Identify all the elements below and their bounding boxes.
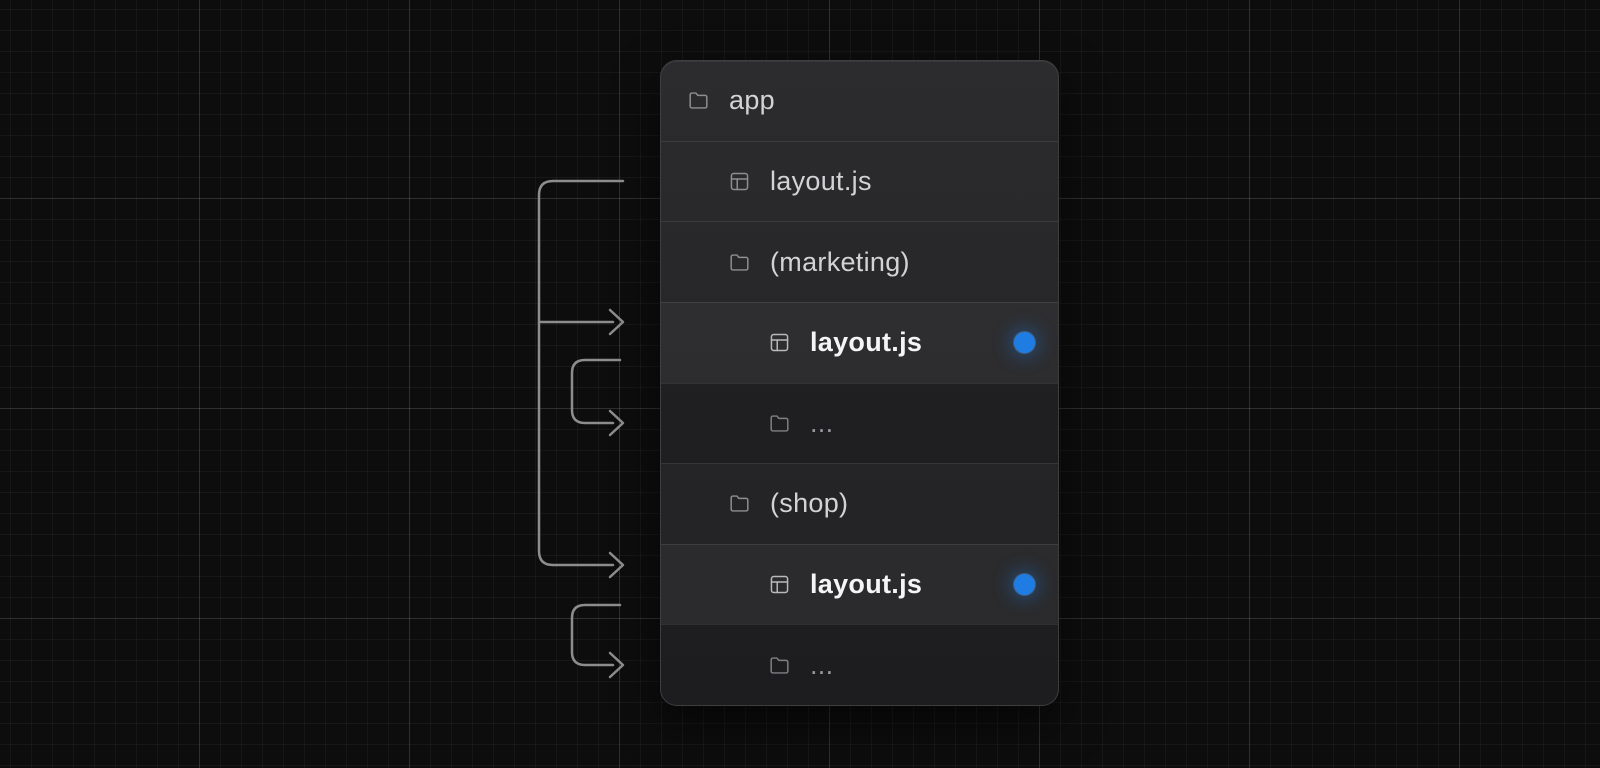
row-label: (shop): [770, 488, 849, 519]
arrow-root-layout-trunk: [537, 179, 625, 567]
arrowhead-shop-children-icon: [608, 651, 625, 679]
folder-icon: [728, 493, 750, 515]
tree-row-marketing-children: ...: [661, 382, 1058, 464]
row-label: layout.js: [810, 327, 923, 358]
arrowhead-shop-layout-icon: [608, 551, 625, 579]
row-label: ...: [810, 649, 834, 680]
tree-row-shop-layout: layout.js: [661, 543, 1058, 625]
folder-icon: [768, 412, 790, 434]
row-label: ...: [810, 407, 834, 438]
tree-row-shop-group: (shop): [661, 463, 1058, 544]
active-layout-dot: [1014, 332, 1035, 354]
row-label: app: [729, 85, 775, 116]
arrow-shop-layout-to-children: [570, 603, 622, 667]
file-tree-panel: app layout.js (marketing) layout.js... (shop…: [660, 60, 1059, 706]
row-label: layout.js: [770, 165, 872, 196]
folder-icon: [728, 251, 750, 273]
active-layout-dot: [1014, 574, 1035, 596]
arrow-marketing-layout-to-children: [570, 358, 622, 425]
tree-row-marketing-layout: layout.js: [661, 301, 1058, 383]
row-label: (marketing): [770, 246, 910, 277]
tree-row-app: app: [661, 61, 1058, 141]
layout-icon: [768, 574, 790, 596]
tree-row-marketing-group: (marketing): [661, 221, 1058, 302]
row-label: layout.js: [810, 569, 923, 600]
layout-icon: [768, 332, 790, 354]
layout-icon: [728, 170, 750, 192]
folder-icon: [687, 90, 709, 112]
tree-row-root-layout: layout.js: [661, 140, 1058, 222]
arrowhead-marketing-children-icon: [608, 409, 625, 437]
folder-icon: [768, 654, 790, 676]
tree-row-shop-children: ...: [661, 624, 1058, 705]
arrowhead-marketing-layout-icon: [608, 308, 625, 336]
